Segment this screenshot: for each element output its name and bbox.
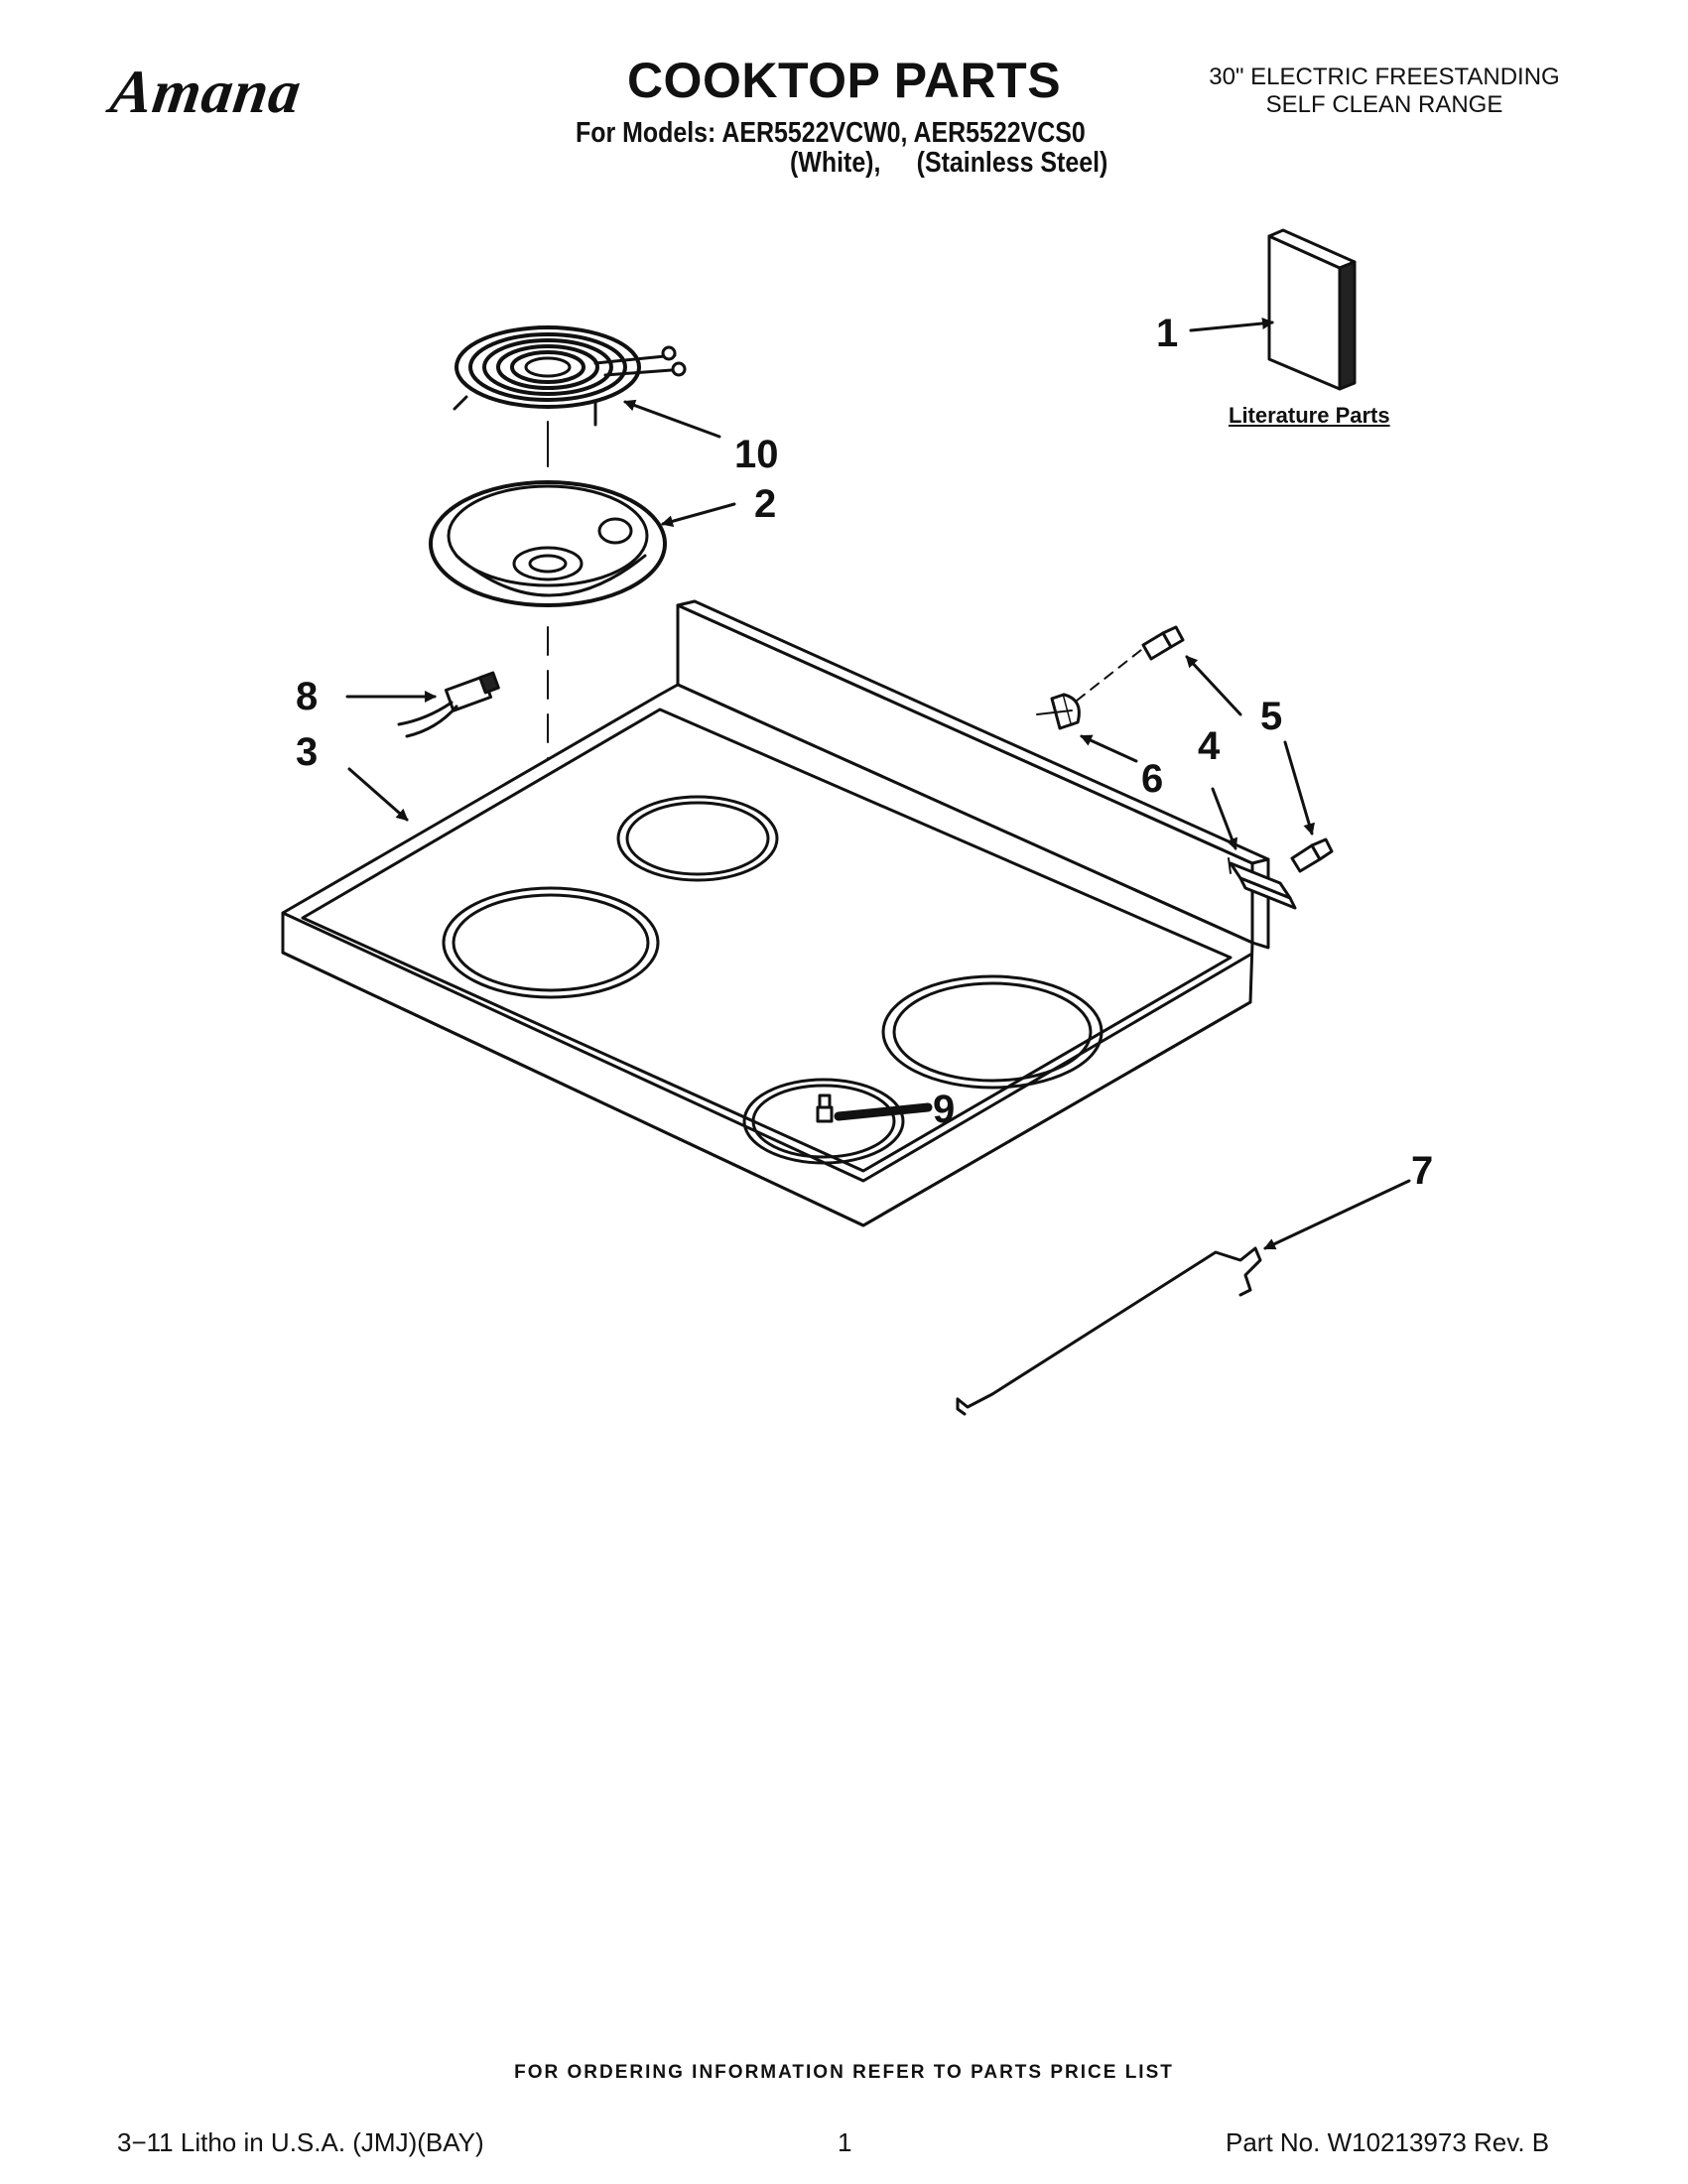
ordering-note: FOR ORDERING INFORMATION REFER TO PARTS …	[514, 2062, 1174, 2083]
screw-alignment-line	[1076, 649, 1142, 702]
part-number: Part No. W10213973 Rev. B	[1226, 2127, 1550, 2157]
callout-4: 4	[1198, 724, 1221, 768]
variant-white: (White),	[790, 147, 881, 179]
callout-7: 7	[1411, 1149, 1434, 1193]
model-variants: (White), (Stainless Steel)	[790, 147, 1107, 180]
callout-9: 9	[933, 1088, 956, 1131]
callout-10: 10	[734, 433, 779, 476]
burner-openings	[442, 795, 1104, 1165]
page-title: COOKTOP PARTS	[626, 53, 1062, 108]
callout-2: 2	[754, 482, 777, 526]
hinge-rod-7	[956, 1246, 1262, 1416]
cooktop-body	[281, 599, 1270, 1227]
callout-3: 3	[296, 730, 319, 774]
page-number: 1	[838, 2127, 852, 2157]
surface-element-coil	[453, 325, 687, 427]
description-line-1: 30" ELECTRIC FREESTANDING	[1209, 64, 1560, 90]
drip-bowl	[429, 480, 667, 607]
product-description: 30" ELECTRIC FREESTANDING SELF CLEAN RAN…	[1171, 64, 1598, 119]
models-line: For Models: AER5522VCW0, AER5522VCS0	[576, 117, 1086, 149]
terminal-block-connector	[397, 671, 500, 738]
literature-parts-label: Literature Parts	[1229, 403, 1390, 428]
variant-stainless: (Stainless Steel)	[916, 147, 1108, 179]
callout-8: 8	[296, 675, 319, 718]
callout-1: 1	[1156, 312, 1179, 355]
callout-5: 5	[1260, 695, 1283, 738]
screw-9	[816, 1093, 834, 1123]
bracket-6	[1036, 693, 1081, 730]
screw-5-upper	[1141, 625, 1185, 661]
clip-4	[1228, 857, 1297, 910]
callout-6: 6	[1141, 757, 1164, 801]
literature-booklet	[1267, 228, 1357, 391]
litho-info: 3−11 Litho in U.S.A. (JMJ)(BAY)	[117, 2127, 484, 2157]
screw-5-lower	[1290, 837, 1334, 873]
leader-arrows	[345, 317, 1411, 1250]
description-line-2: SELF CLEAN RANGE	[1265, 91, 1503, 118]
